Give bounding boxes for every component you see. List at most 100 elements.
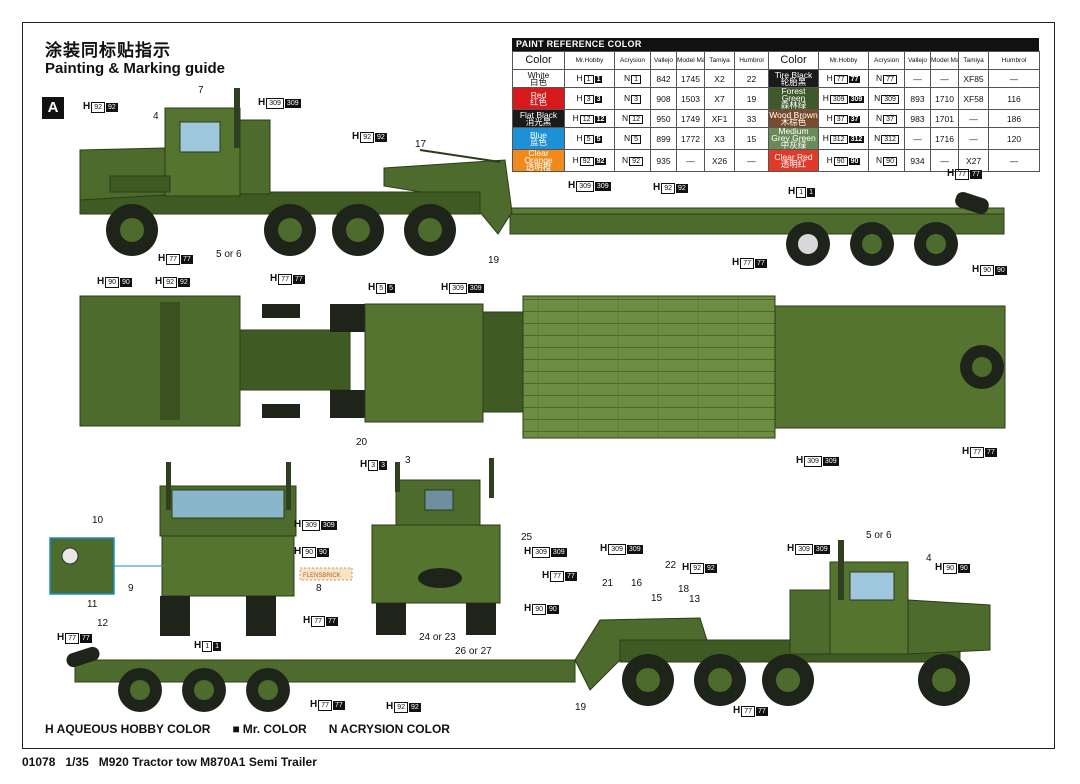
footer: 01078 1/35 M920 Tractor tow M870A1 Semi … <box>22 755 317 769</box>
part-number-label: 13 <box>689 594 701 605</box>
title-chinese: 涂装同标贴指示 <box>45 41 171 61</box>
part-number-label: 19 <box>575 702 587 713</box>
part-number-label: 7 <box>198 85 204 96</box>
part-number-label: 4 <box>926 553 932 564</box>
footer-scale: 1/35 <box>65 755 89 769</box>
fuel-tank <box>109 175 171 193</box>
plan-windshield <box>160 302 180 420</box>
part-number-label: 17 <box>415 139 427 150</box>
title-english: Painting & Marking guide <box>45 60 226 77</box>
part-number-label: 25 <box>521 532 533 543</box>
exhaust-stack <box>234 88 240 148</box>
plan-wheels <box>262 304 368 418</box>
section-label: A <box>42 97 64 119</box>
rear-view <box>371 458 501 635</box>
side-view-top <box>79 88 1005 266</box>
front-plate-decal <box>299 567 353 581</box>
part-number-label: 8 <box>316 583 322 594</box>
legend-sym-aqueous: H <box>45 722 54 736</box>
part-number-label: 11 <box>87 599 98 610</box>
legend-label-acrysion: ACRYSION COLOR <box>340 722 450 736</box>
paint-table-title: PAINT REFERENCE COLOR <box>512 38 1039 51</box>
lower-spare-tire <box>66 646 100 668</box>
rear-spare-tire <box>418 568 462 588</box>
side-view-bottom <box>66 540 991 712</box>
lower-hood <box>907 599 991 655</box>
lower-sleeper <box>789 589 831 655</box>
model-master-code: — <box>676 149 705 172</box>
part-number-label: 18 <box>678 584 690 595</box>
footer-title: M920 Tractor tow M870A1 Semi Trailer <box>98 755 317 769</box>
plan-chassis <box>239 329 351 391</box>
front-windshield <box>171 489 285 519</box>
front-grille <box>161 535 295 597</box>
part-number-label: 16 <box>631 578 643 589</box>
rear-body <box>371 524 501 604</box>
plan-view <box>79 295 1006 439</box>
side-bottom-wheels <box>118 654 970 712</box>
detail-inset <box>49 537 115 595</box>
legend-label-aqueous: AQUEOUS HOBBY COLOR <box>56 722 211 736</box>
humbrol-code: — <box>988 149 1040 172</box>
part-number-label: 20 <box>356 437 368 448</box>
part-number-label: 10 <box>92 515 104 526</box>
inset-light-icon <box>61 547 79 565</box>
footer-code: 01078 <box>22 755 56 769</box>
cab-window <box>179 121 221 153</box>
front-tire-right <box>246 596 276 636</box>
part-number-label: 21 <box>602 578 614 589</box>
side-top-wheels <box>106 204 958 266</box>
part-number-label: 5 or 6 <box>866 530 892 541</box>
sleeper-box <box>239 119 271 195</box>
front-view <box>159 462 353 636</box>
legend-sym-acrysion: N <box>328 722 338 736</box>
part-number-label: 4 <box>153 111 159 122</box>
part-number-label: 26 or 27 <box>455 646 492 657</box>
part-number-label: 24 or 23 <box>419 632 456 643</box>
trailer-deck-rail <box>509 207 1005 215</box>
legend-mr-color: ■Mr. COLOR <box>232 722 306 736</box>
